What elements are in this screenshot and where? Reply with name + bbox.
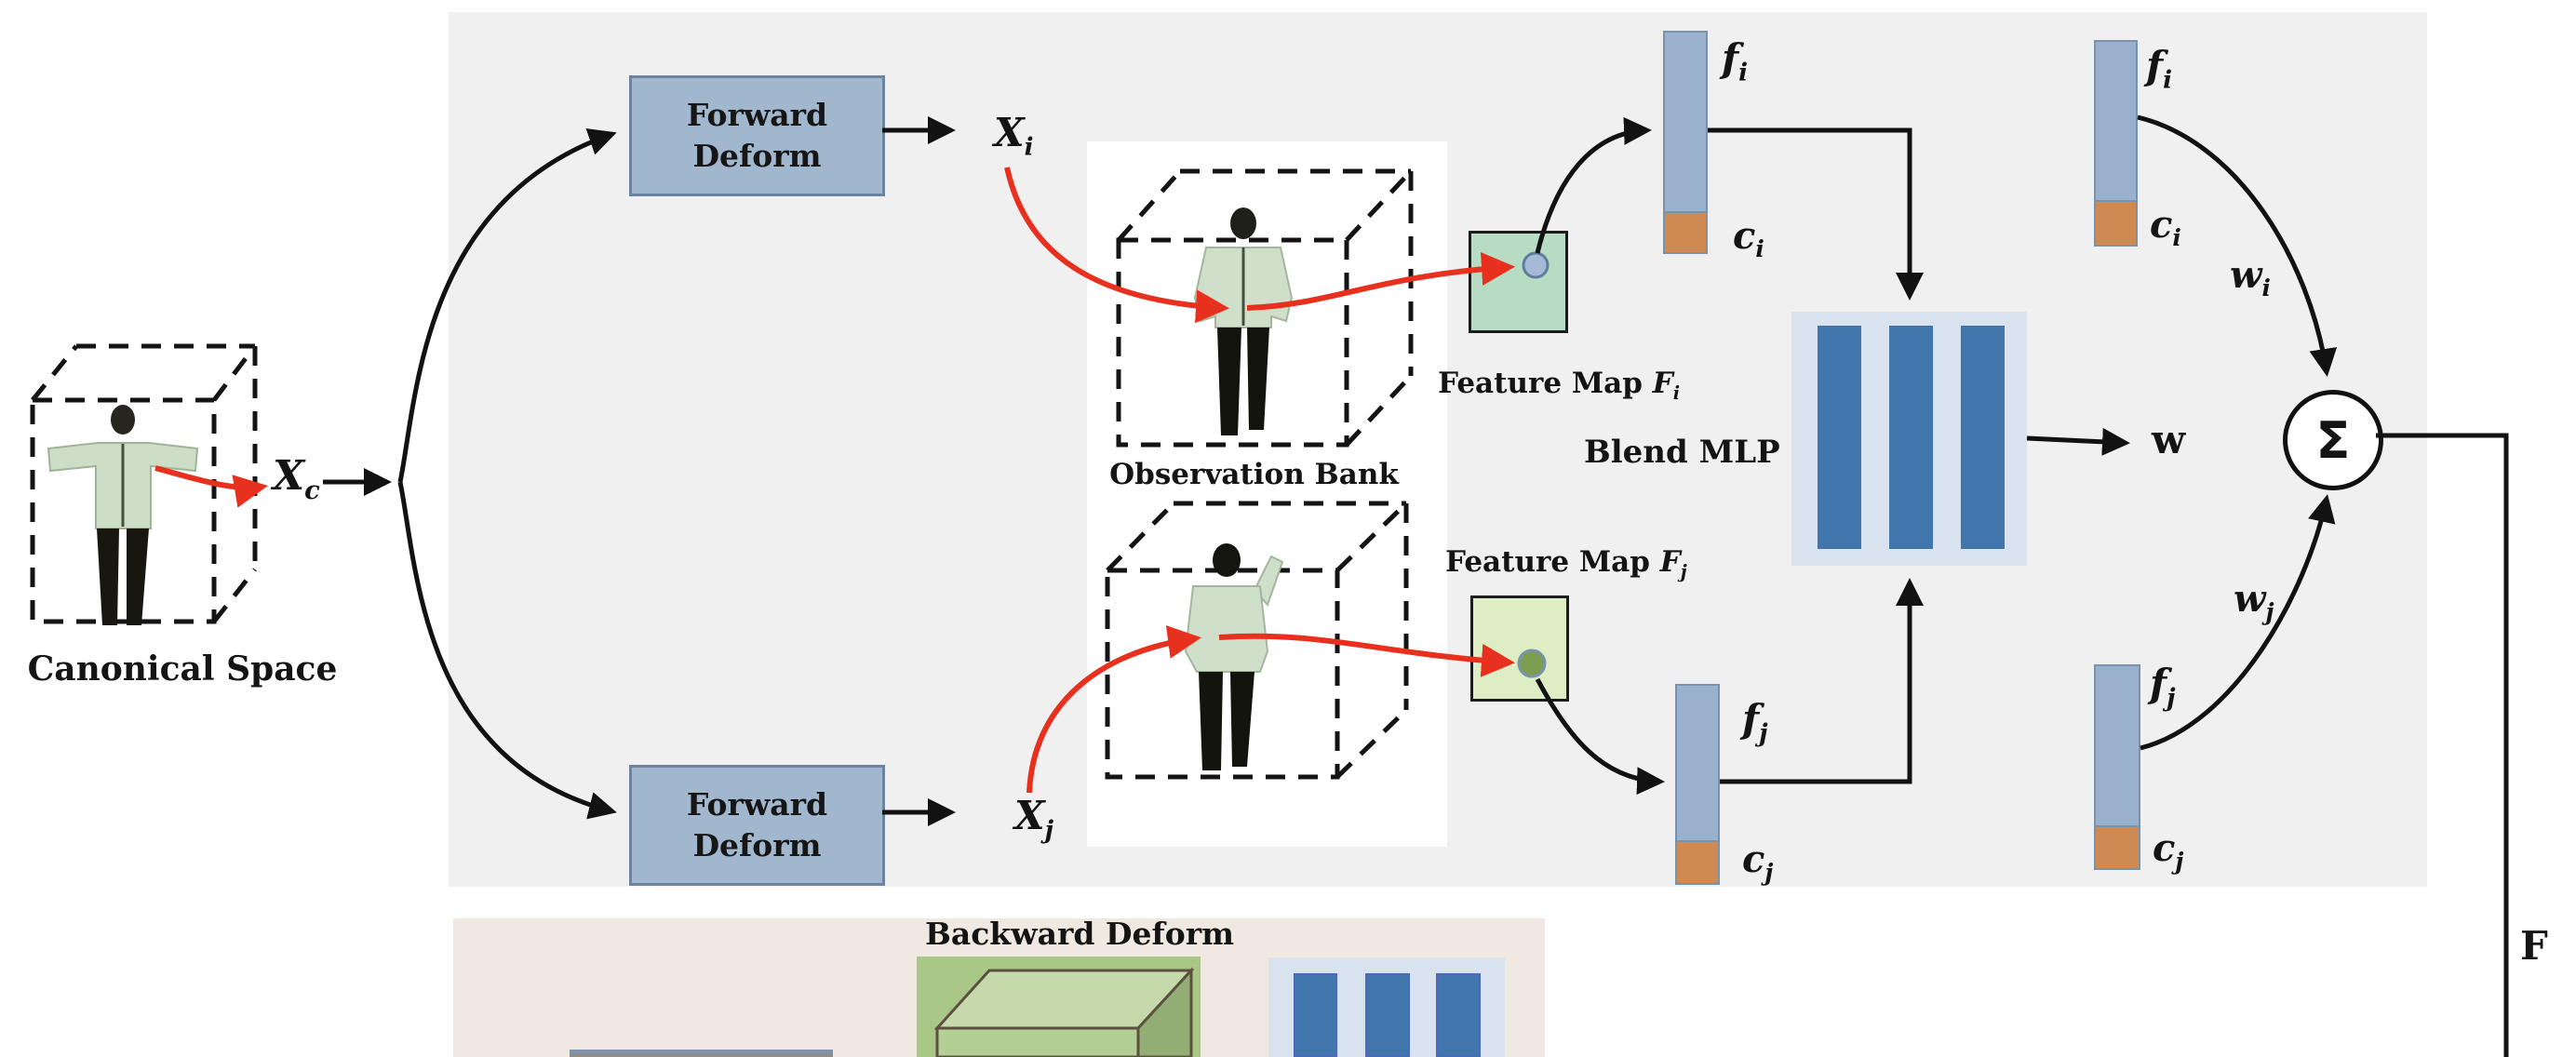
feature-map-j-label: Feature Map Fj xyxy=(1445,545,1687,583)
sum-node: Σ xyxy=(2283,390,2383,490)
blend-mlp-layer-1 xyxy=(1818,326,1861,549)
backward-mlp-layer-3 xyxy=(1436,973,1481,1057)
canonical-person-image xyxy=(47,405,199,625)
label-w-out: w xyxy=(2152,417,2186,462)
canonical-space-label: Canonical Space xyxy=(27,649,338,689)
blend-mlp-layer-3 xyxy=(1961,326,2005,549)
cj-color-segment xyxy=(1677,840,1718,883)
label-ci-right: ci xyxy=(2150,203,2181,251)
forward-deform-bottom-line1: Forward xyxy=(686,786,828,823)
feature-map-j-square xyxy=(1470,595,1569,702)
feature-vector-fi-right xyxy=(2094,40,2138,247)
ci-color-segment xyxy=(1665,211,1706,252)
sigma-icon: Σ xyxy=(2315,410,2351,470)
observation-bank-panel xyxy=(1087,141,1447,847)
feature-map-i-square xyxy=(1469,231,1568,333)
feature-vector-fj-mid xyxy=(1675,684,1720,885)
forward-deform-top-line2: Deform xyxy=(692,138,822,174)
label-cj-mid: cj xyxy=(1742,837,1774,886)
label-ci-mid: ci xyxy=(1733,214,1764,262)
label-x-j: Xj xyxy=(1014,793,1054,845)
fj-feature-segment-right xyxy=(2096,666,2139,825)
label-w-j: wj xyxy=(2234,577,2274,625)
ci-color-segment-right xyxy=(2096,200,2136,245)
label-fj-mid: fj xyxy=(1742,696,1768,748)
label-x-c: Xc xyxy=(273,452,320,505)
label-cj-right: cj xyxy=(2153,826,2184,875)
label-fj-right: fj xyxy=(2150,661,2176,713)
fj-feature-segment xyxy=(1677,686,1718,840)
label-fi-right: fi xyxy=(2146,43,2172,95)
cj-color-segment-right xyxy=(2096,825,2139,868)
forward-deform-box-top: Forward Deform xyxy=(629,75,885,196)
fi-feature-segment-right xyxy=(2096,42,2136,200)
forward-deform-box-bottom: Forward Deform xyxy=(629,765,885,886)
feature-vector-fj-right xyxy=(2094,664,2140,870)
forward-deform-top-line1: Forward xyxy=(686,97,828,134)
forward-deform-bottom-line2: Deform xyxy=(692,827,822,863)
backward-mlp-layer-2 xyxy=(1365,973,1410,1057)
blend-mlp-layer-2 xyxy=(1889,326,1933,549)
backward-mlp-layer-1 xyxy=(1294,973,1337,1057)
backward-deform-volume-panel xyxy=(917,957,1201,1057)
arrow-xc-sample xyxy=(154,465,268,508)
fi-feature-segment xyxy=(1665,33,1706,211)
label-f-out: F xyxy=(2520,923,2548,969)
backward-gray-box xyxy=(570,1050,833,1057)
label-fi-mid: fi xyxy=(1722,35,1748,87)
feature-map-i-label: Feature Map Fi xyxy=(1438,367,1681,405)
observation-bank-label: Observation Bank xyxy=(1109,458,1399,491)
canonical-cube-icon xyxy=(30,343,258,624)
label-x-i: Xi xyxy=(994,110,1034,162)
blend-mlp-label: Blend MLP xyxy=(1584,434,1780,471)
feature-vector-fi-mid xyxy=(1663,31,1708,254)
backward-deform-label: Backward Deform xyxy=(924,916,1235,952)
label-w-i: wi xyxy=(2230,253,2271,301)
